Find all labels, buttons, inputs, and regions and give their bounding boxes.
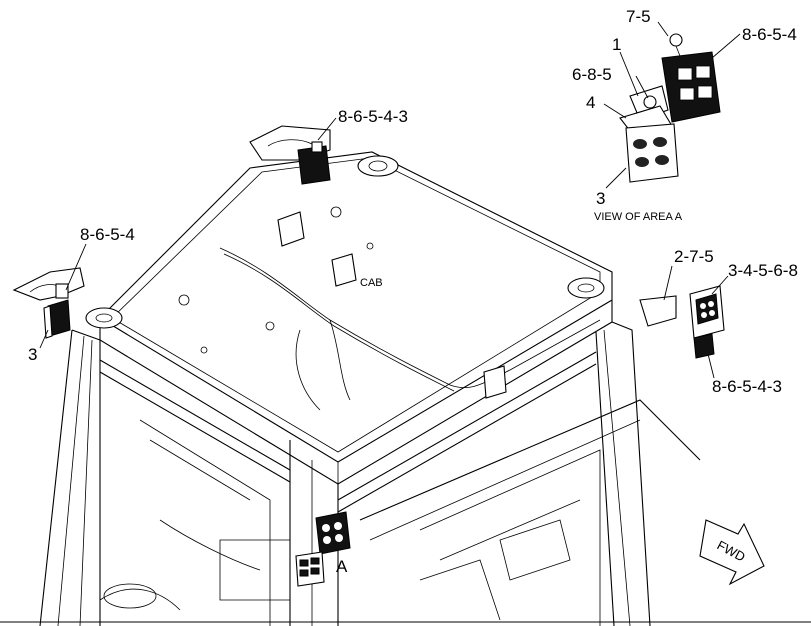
callout-7-5: 7-5: [626, 7, 651, 26]
callout-3-4-5-6-8: 3-4-5-6-8: [728, 261, 798, 280]
fwd-arrow-icon: [699, 519, 765, 586]
front-work-lights: [295, 511, 351, 587]
area-a-label: A: [336, 557, 348, 576]
callout-2-7-5: 2-7-5: [674, 247, 714, 266]
callout-3-view: 3: [596, 189, 605, 208]
callout-8-6-5-4-3-right: 8-6-5-4-3: [712, 377, 782, 396]
center-work-light: [249, 125, 331, 185]
view-of-area-a-label: VIEW OF AREA A: [594, 211, 683, 223]
leader-lines: [39, 21, 741, 379]
callout-8-6-5-4-left: 8-6-5-4: [80, 225, 135, 244]
callout-4: 4: [586, 93, 595, 112]
callout-8-6-5-4-3-center: 8-6-5-4-3: [338, 107, 408, 126]
cab-frame: [0, 321, 811, 626]
cab-roof: [85, 151, 613, 485]
callout-3-left: 3: [28, 345, 37, 364]
callout-8-6-5-4-top: 8-6-5-4: [742, 25, 797, 44]
view-of-area-a: [619, 33, 721, 183]
callout-6-8-5: 6-8-5: [572, 65, 612, 84]
callout-1: 1: [612, 35, 621, 54]
cab-label: CAB: [360, 277, 383, 289]
right-work-light: [639, 285, 725, 359]
left-work-light: [12, 267, 85, 339]
